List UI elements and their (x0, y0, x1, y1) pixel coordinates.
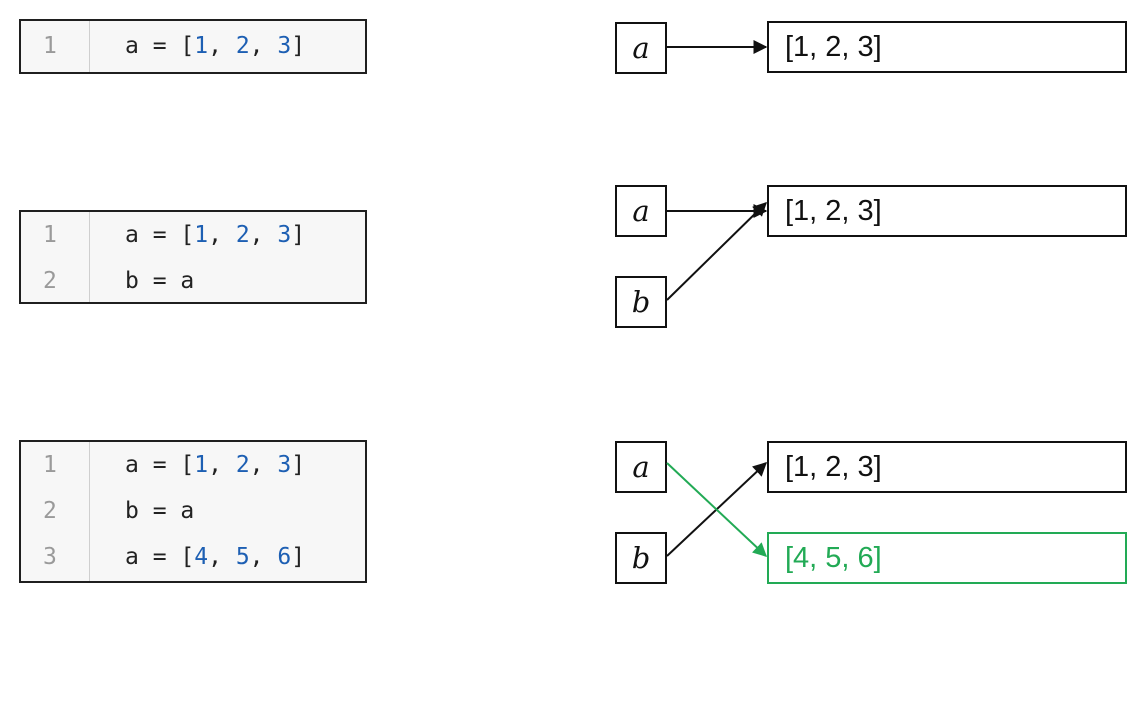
code-line: 3 a = [4, 5, 6] (21, 534, 365, 580)
code-text: ] (291, 33, 306, 59)
code-number: 6 (277, 544, 292, 570)
code-text: a = [ (125, 544, 195, 570)
code-text: , (208, 452, 236, 478)
code-text: ] (291, 222, 306, 248)
list-object: [1, 2, 3] (767, 21, 1127, 73)
code-text: , (208, 33, 236, 59)
code-text: , (249, 222, 278, 248)
code-block-3: 1 a = [1, 2, 3] 2 b = a 3 a = [4, 5, 6] (19, 440, 367, 583)
arrow-a-to-new-list (666, 462, 768, 557)
variable-box-b: b (615, 532, 667, 584)
code-text: , (208, 222, 236, 248)
code-number: 1 (194, 222, 209, 248)
code-text: b = a (125, 498, 195, 524)
code-text: , (249, 544, 278, 570)
code-number: 3 (277, 222, 292, 248)
line-number-gutter (21, 212, 90, 302)
variable-box-a: a (615, 441, 667, 493)
code-block-1: 1 a = [1, 2, 3] (19, 19, 367, 74)
list-object: [1, 2, 3] (767, 185, 1127, 237)
code-text: , (249, 452, 278, 478)
variable-box-a: a (615, 185, 667, 237)
arrow-b-to-list (666, 202, 767, 301)
code-text: , (208, 544, 236, 570)
list-object: [1, 2, 3] (767, 441, 1127, 493)
code-block-2: 1 a = [1, 2, 3] 2 b = a (19, 210, 367, 304)
code-line: 1 a = [1, 2, 3] (21, 442, 365, 488)
code-number: 3 (277, 452, 292, 478)
code-number: 4 (194, 544, 209, 570)
code-text: ] (291, 544, 306, 570)
code-text: a = [ (125, 33, 195, 59)
variable-box-b: b (615, 276, 667, 328)
code-text: , (249, 33, 278, 59)
code-text: a = [ (125, 452, 195, 478)
line-number: 1 (43, 452, 57, 478)
line-number-gutter (21, 21, 90, 72)
reference-arrows (666, 40, 768, 557)
code-number: 1 (194, 33, 209, 59)
line-number: 3 (43, 544, 57, 570)
line-number: 1 (43, 33, 57, 59)
list-object-new: [4, 5, 6] (767, 532, 1127, 584)
code-number: 2 (235, 452, 250, 478)
code-line: 1 a = [1, 2, 3] (21, 23, 365, 69)
code-line: 2 b = a (21, 258, 365, 304)
code-line: 1 a = [1, 2, 3] (21, 212, 365, 258)
code-number: 3 (277, 33, 292, 59)
line-number-gutter (21, 442, 90, 581)
code-number: 5 (235, 544, 250, 570)
code-text: b = a (125, 268, 195, 294)
code-number: 2 (235, 222, 250, 248)
code-number: 1 (194, 452, 209, 478)
code-line: 2 b = a (21, 488, 365, 534)
code-number: 2 (235, 33, 250, 59)
line-number: 2 (43, 268, 57, 294)
code-text: ] (291, 452, 306, 478)
variable-box-a: a (615, 22, 667, 74)
line-number: 1 (43, 222, 57, 248)
code-text: a = [ (125, 222, 195, 248)
line-number: 2 (43, 498, 57, 524)
